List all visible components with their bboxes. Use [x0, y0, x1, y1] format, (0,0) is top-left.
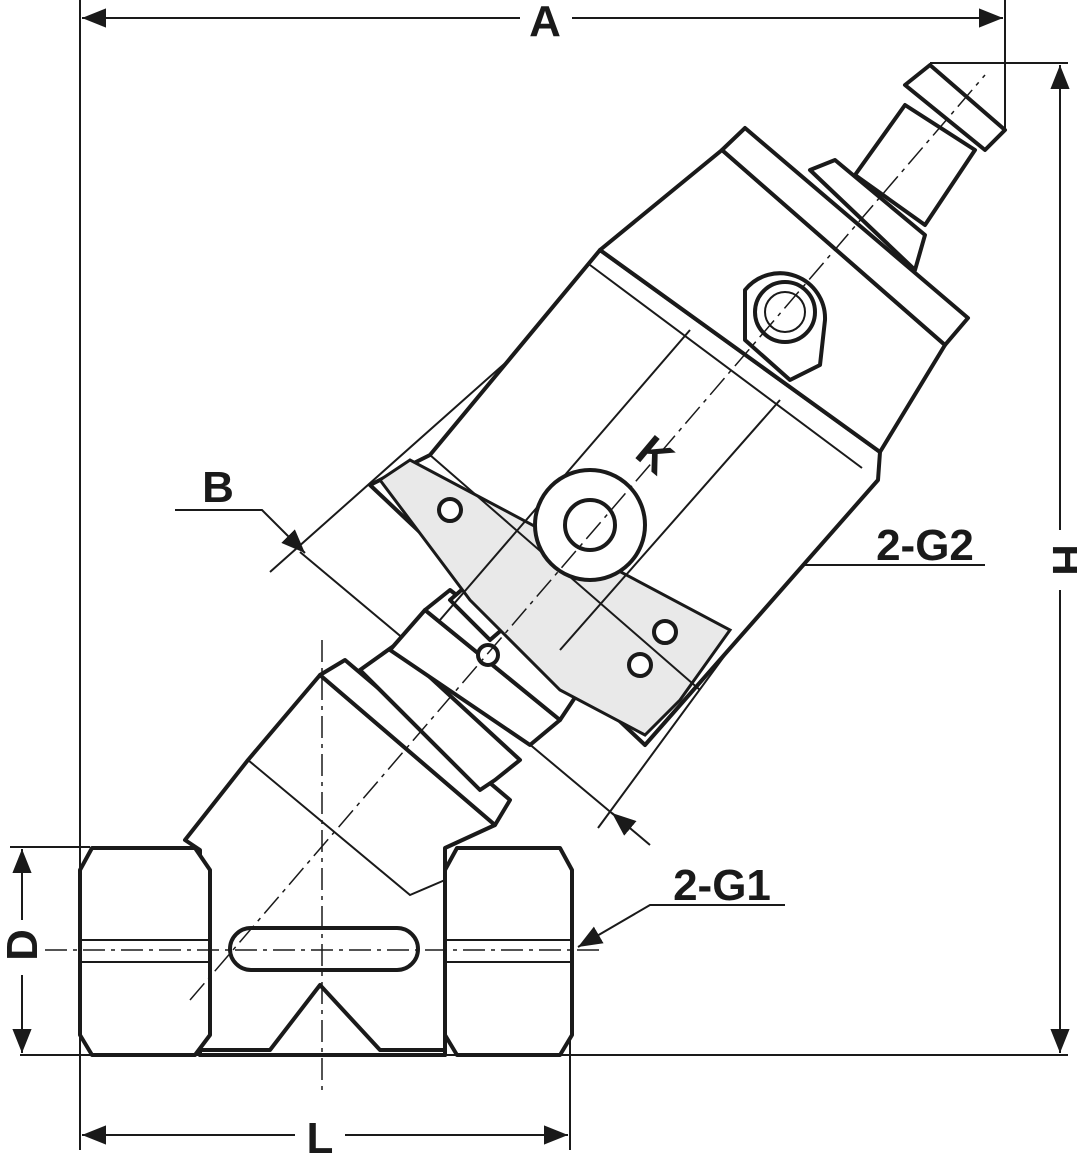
- port-g2-upper: [753, 280, 817, 344]
- actuator: [368, 126, 970, 747]
- dim-label-l: L: [307, 1114, 334, 1155]
- port-label-2-g1: 2-G1: [673, 861, 771, 910]
- dim-label-b: B: [202, 463, 234, 512]
- port-label-2-g2: 2-G2: [876, 521, 974, 570]
- bonnet-nut: [358, 588, 582, 792]
- port-g2-lower: [563, 498, 617, 552]
- dim-label-h: H: [1044, 544, 1077, 576]
- dim-label-a: A: [529, 0, 561, 46]
- left-hex-port: [78, 846, 212, 1057]
- flow-slot: [228, 926, 420, 972]
- dim-label-d: D: [0, 929, 47, 961]
- right-hex-port: [443, 846, 574, 1057]
- center-lines: [45, 74, 986, 1090]
- position-indicator: [808, 63, 1007, 272]
